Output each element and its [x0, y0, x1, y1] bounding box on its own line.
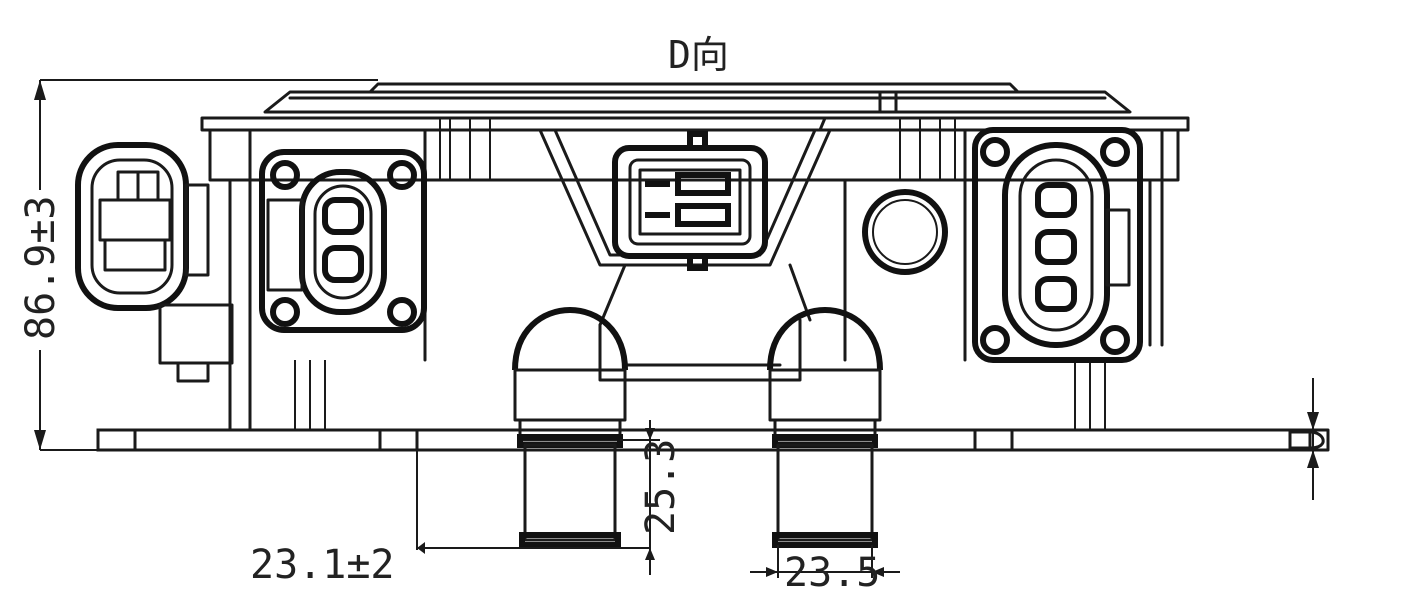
dim-pipe-width-label: 23.5	[784, 550, 880, 596]
view-title: D向	[668, 33, 729, 77]
left-pipe	[512, 307, 628, 548]
left-side-connector	[75, 142, 234, 383]
left-connector	[259, 149, 427, 333]
base-plate	[96, 428, 1330, 452]
right-connector	[972, 127, 1143, 363]
dim-pipe-height-label: 25.3	[638, 439, 684, 535]
dim-pipe-height: 25.3	[620, 420, 684, 575]
housing-ribs	[294, 118, 1106, 430]
top-cover	[263, 82, 1132, 114]
dim-offset-left: 23.1±2	[250, 450, 650, 588]
dim-height: 86.9±3	[18, 79, 378, 451]
dim-offset-left-label: 23.1±2	[250, 542, 395, 588]
dim-height-label: 86.9±3	[18, 196, 64, 341]
right-pipe	[767, 307, 883, 548]
dim-pipe-width: 23.5	[750, 545, 900, 596]
dim-plate-thickness	[1307, 378, 1319, 500]
center-connector	[612, 131, 768, 271]
